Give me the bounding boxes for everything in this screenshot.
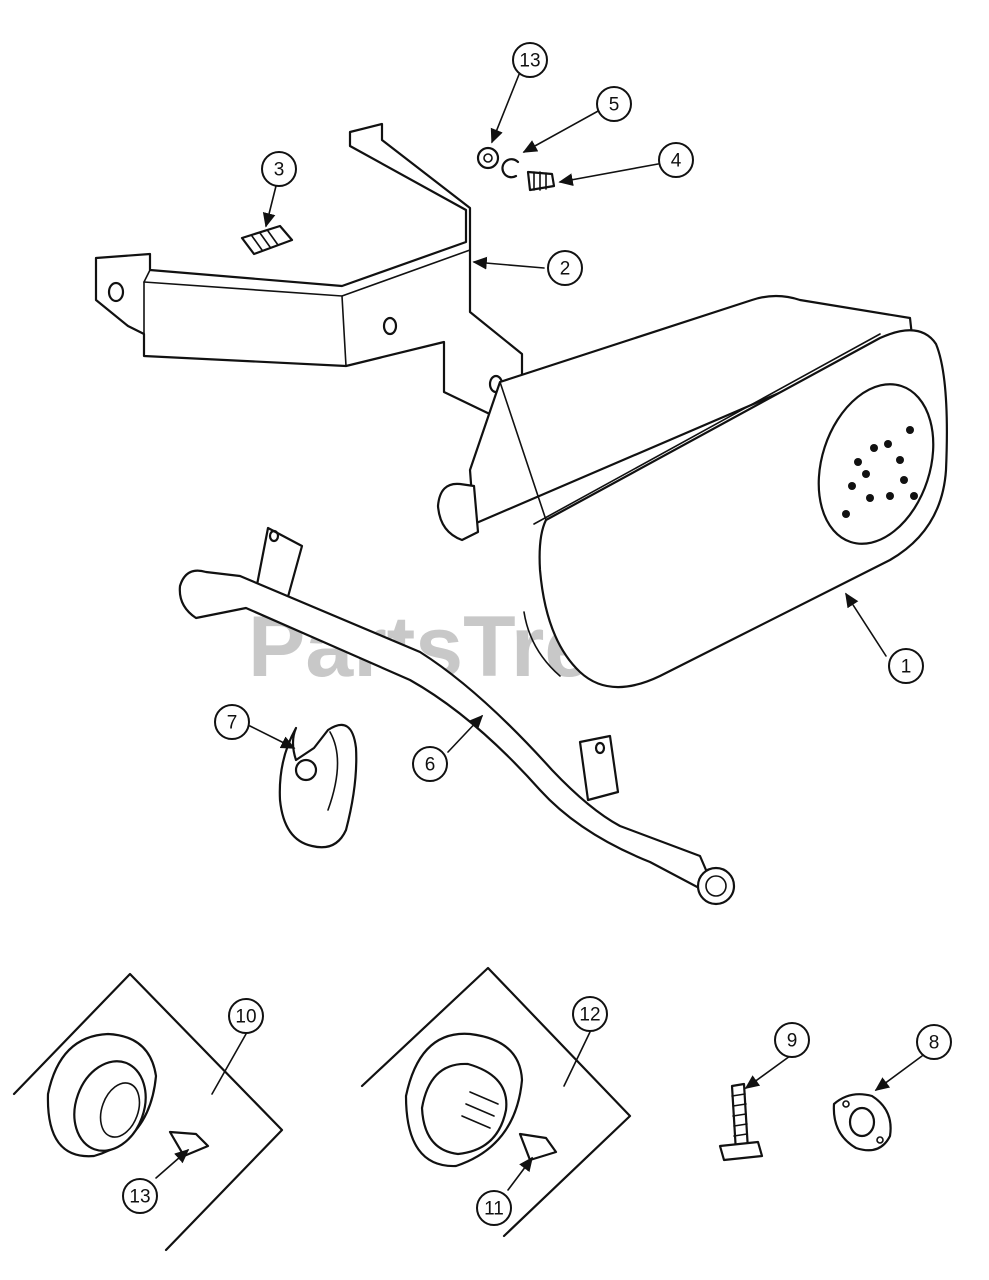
callout-12: 12 bbox=[572, 996, 608, 1032]
callout-circle bbox=[658, 142, 694, 178]
callout-2: 2 bbox=[547, 250, 583, 286]
exhaust-screw bbox=[718, 1082, 764, 1162]
callout-8: 8 bbox=[916, 1024, 952, 1060]
deflector-kit bbox=[360, 966, 632, 1238]
callout-5: 5 bbox=[596, 86, 632, 122]
callout-circle bbox=[572, 996, 608, 1032]
callout-6: 6 bbox=[412, 746, 448, 782]
callout-label: 11 bbox=[484, 1199, 504, 1220]
callout-circle bbox=[774, 1022, 810, 1058]
callout-label: 9 bbox=[787, 1031, 798, 1052]
callout-circle bbox=[916, 1024, 952, 1060]
callout-label: 8 bbox=[929, 1033, 940, 1054]
callout-label: 5 bbox=[609, 95, 620, 116]
callout-circle bbox=[122, 1178, 158, 1214]
muffler bbox=[436, 294, 948, 689]
pipe-clamp bbox=[278, 723, 358, 849]
callout-label: 12 bbox=[579, 1005, 600, 1026]
callout-circle bbox=[512, 42, 548, 78]
muffler-bracket bbox=[94, 122, 524, 420]
callout-circle bbox=[888, 648, 924, 684]
callout-label: 6 bbox=[425, 755, 436, 776]
callout-4: 4 bbox=[658, 142, 694, 178]
callout-3: 3 bbox=[261, 151, 297, 187]
callout-label: 13 bbox=[129, 1187, 150, 1208]
callout-circle bbox=[214, 704, 250, 740]
callout-10: 10 bbox=[228, 998, 264, 1034]
callout-11: 11 bbox=[476, 1190, 512, 1226]
callout-circle bbox=[261, 151, 297, 187]
callout-circle bbox=[412, 746, 448, 782]
spark-arrester-kit bbox=[12, 972, 284, 1252]
exhaust-gasket bbox=[832, 1093, 892, 1152]
small-hardware bbox=[476, 146, 556, 192]
callout-label: 3 bbox=[274, 160, 285, 181]
callout-circle bbox=[228, 998, 264, 1034]
stud-bolt bbox=[240, 224, 294, 256]
callout-1: 1 bbox=[888, 648, 924, 684]
callout-label: 10 bbox=[235, 1007, 256, 1028]
callout-13-bottom: 13 bbox=[122, 1178, 158, 1214]
callout-label: 1 bbox=[901, 657, 912, 678]
callout-label: 7 bbox=[227, 713, 238, 734]
callout-7: 7 bbox=[214, 704, 250, 740]
callout-13-top: 13 bbox=[512, 42, 548, 78]
callout-group: 13 5 4 3 2 1 7 6 10 12 9 8 13 11 bbox=[122, 42, 952, 1226]
callout-label: 4 bbox=[671, 151, 682, 172]
callout-circle bbox=[476, 1190, 512, 1226]
leader-lines bbox=[155, 71, 923, 1191]
callout-circle bbox=[547, 250, 583, 286]
callout-9: 9 bbox=[774, 1022, 810, 1058]
exhaust-pipe bbox=[178, 526, 736, 906]
callout-label: 2 bbox=[560, 259, 571, 280]
callout-circle bbox=[596, 86, 632, 122]
callout-label: 13 bbox=[519, 51, 540, 72]
muffler-outlet-holes bbox=[842, 426, 918, 518]
